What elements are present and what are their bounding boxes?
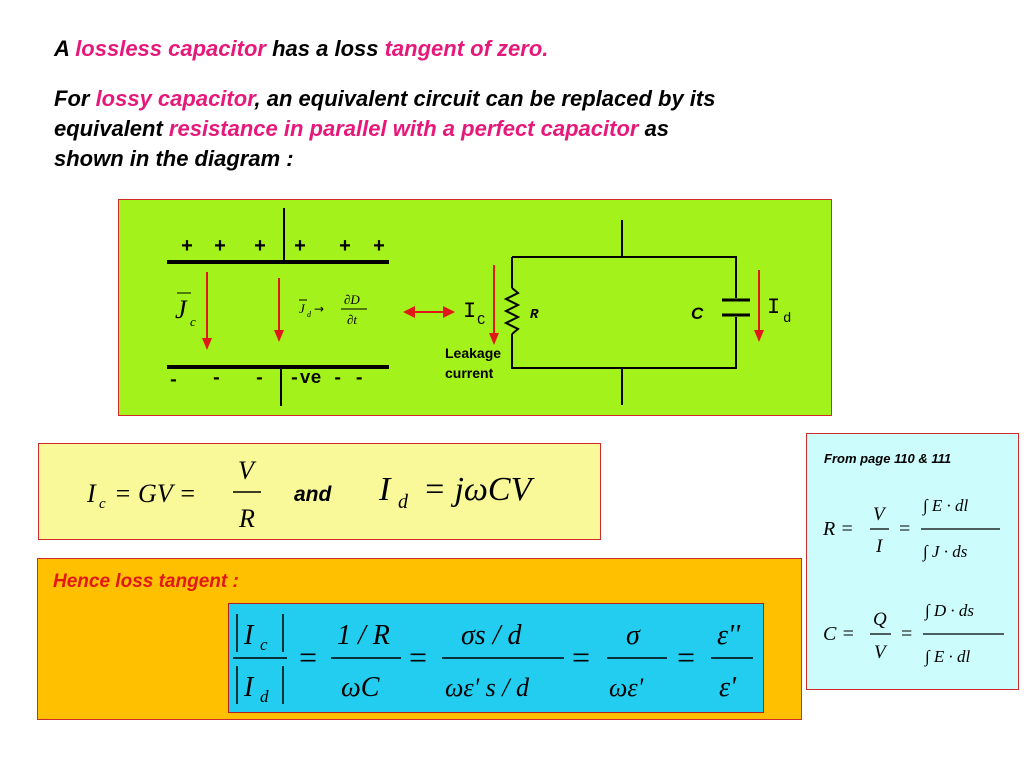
lt-eq-1: = (299, 639, 317, 675)
lt-f2-den: ωε' s / d (445, 673, 530, 702)
intro-line-4: shown in the diagram : (54, 146, 294, 171)
jd-symbol: J (299, 301, 306, 316)
plus-1: + (181, 236, 193, 259)
minus-ve: -ve - - (289, 369, 365, 389)
jd-arrow-head (274, 330, 284, 342)
lt-f4-num: ε'' (717, 620, 741, 651)
r-eq: = (899, 518, 910, 540)
jd-arrow-sym: → (314, 302, 324, 316)
plus-6: + (373, 236, 385, 259)
r-label: R (530, 307, 539, 323)
lt-f2-num: σs / d (461, 620, 522, 651)
equivalence-arrow-left (403, 306, 415, 318)
id-symbol: I (767, 295, 780, 320)
lt-f4-den: ε' (719, 672, 737, 703)
c-num2: ∫ D · ds (924, 601, 974, 621)
id-arrow-head (754, 330, 764, 342)
loss-tangent-section: Hence loss tangent : I c I d = 1 / R ωC … (37, 558, 802, 720)
plus-4: + (294, 236, 306, 259)
jd-sub: d (307, 310, 312, 319)
jd-num: ∂D (344, 292, 360, 307)
current-label: current (445, 365, 494, 381)
jd-den: ∂t (347, 312, 357, 327)
and-label: and (294, 483, 333, 506)
r-num: V (873, 504, 887, 525)
jc-symbol: J (175, 295, 188, 324)
r-num2: ∫ E · dl (922, 496, 969, 516)
ic-eq-I: I (86, 479, 97, 508)
plus-5: + (339, 236, 351, 259)
c-den2: ∫ E · dl (924, 647, 971, 667)
ic-sub: C (477, 313, 485, 329)
lt-eq-4: = (677, 639, 695, 675)
lt-ic: I (243, 620, 255, 651)
lt-f3-den: ωε' (609, 673, 644, 702)
loss-tangent-svg: I c I d = 1 / R ωC = σs / d ωε' s / d = … (233, 614, 753, 706)
intro-line-3: equivalent resistance in parallel with a… (54, 116, 670, 141)
intro-paragraph-2: For lossy capacitor, an equivalent circu… (54, 84, 715, 174)
plus-2: + (214, 236, 226, 259)
c-den: V (874, 642, 888, 663)
lt-id-sub: d (260, 687, 269, 706)
r-den: I (875, 536, 884, 557)
plus-3: + (254, 236, 266, 259)
ic-eq-sub: c (99, 496, 106, 512)
jc-sub: c (190, 314, 196, 329)
id-eq-rhs: = jωCV (423, 471, 536, 508)
reference-svg: R = V I = ∫ E · dl ∫ J · ds C = Q V = ∫ … (822, 496, 1004, 667)
lt-f1-den: ωC (341, 672, 380, 703)
r-den2: ∫ J · ds (922, 542, 968, 562)
id-eq-sub: d (398, 491, 409, 513)
equations-svg: I c = GV = V R and I d = jωCV (86, 456, 536, 533)
lt-eq-3: = (572, 639, 590, 675)
ic-eq-num: V (238, 456, 257, 485)
lt-ic-sub: c (260, 635, 268, 654)
c-lhs: C = (823, 623, 855, 645)
resistor (503, 287, 521, 335)
minus-3: - (254, 369, 265, 389)
circuit-bottom-wire (511, 317, 737, 369)
reference-formulas: From page 110 & 111 R = V I = ∫ E · dl ∫… (806, 433, 1019, 690)
intro-line-2: For lossy capacitor, an equivalent circu… (54, 86, 716, 111)
r-lhs: R = (822, 518, 854, 540)
minus-2: - (211, 369, 222, 389)
intro-line-1: A lossless capacitor has a loss tangent … (54, 36, 549, 61)
circuit-diagram: + + + + + + - - - -ve - - J c J d → ∂D ∂… (118, 199, 832, 416)
ic-eq-mid: = GV = (114, 479, 196, 508)
c-label: C (691, 304, 704, 323)
loss-tangent-formula: I c I d = 1 / R ωC = σs / d ωε' s / d = … (228, 603, 764, 713)
c-eq: = (901, 623, 912, 645)
current-equations: I c = GV = V R and I d = jωCV (38, 443, 601, 540)
reference-note: From page 110 & 111 (824, 451, 952, 466)
ic-symbol: I (463, 299, 476, 324)
lt-eq-2: = (409, 639, 427, 675)
id-sub: d (783, 311, 791, 327)
lt-id: I (243, 672, 255, 703)
c-num: Q (873, 609, 887, 630)
id-eq-I: I (378, 471, 392, 508)
ic-arrow-head (489, 333, 499, 345)
jc-arrow-head (202, 338, 212, 350)
hence-label: Hence loss tangent : (53, 571, 239, 592)
leakage-label: Leakage (445, 345, 501, 361)
circuit-svg: + + + + + + - - - -ve - - J c J d → ∂D ∂… (167, 208, 791, 406)
lt-f3-num: σ (626, 620, 641, 651)
ic-eq-den: R (238, 504, 255, 533)
circuit-top-wire (512, 256, 737, 298)
minus-1: - (168, 371, 179, 391)
lt-f1-num: 1 / R (337, 620, 390, 651)
equivalence-arrow-right (443, 306, 455, 318)
